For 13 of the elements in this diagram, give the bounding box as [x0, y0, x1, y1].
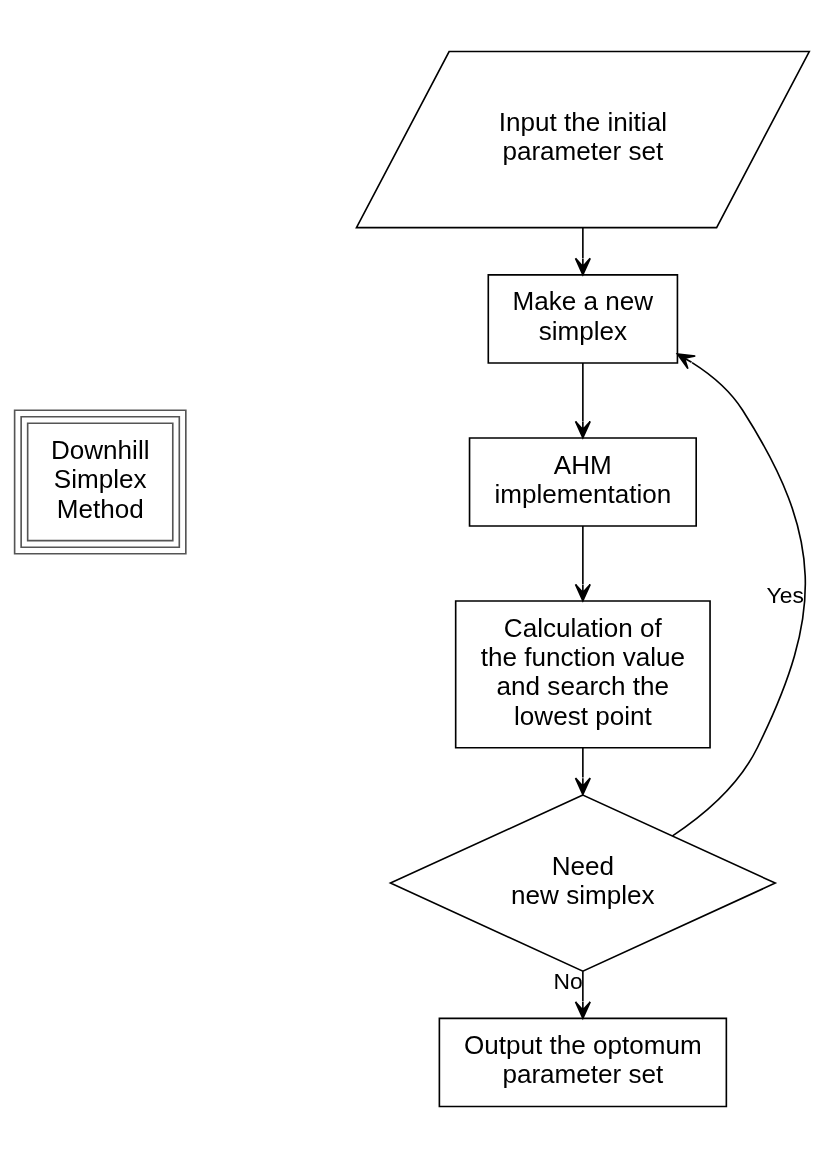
arrow [574, 525, 591, 602]
arrow [574, 226, 591, 276]
arrow [574, 362, 591, 439]
arrow [574, 970, 591, 1020]
node-box: Make a new simplex [487, 274, 679, 364]
node-box: AHM implementation [468, 437, 697, 527]
node-diamond: Need new simplex [388, 794, 778, 973]
arrow [574, 747, 591, 796]
node-box: Calculation of the function value and search the lowest point [454, 600, 711, 749]
edge-label: Yes [766, 581, 804, 608]
node-box: Output the optomum parameter set [438, 1017, 728, 1108]
node-box: Downhill Simplex Method [13, 409, 187, 555]
arrow [671, 353, 806, 837]
